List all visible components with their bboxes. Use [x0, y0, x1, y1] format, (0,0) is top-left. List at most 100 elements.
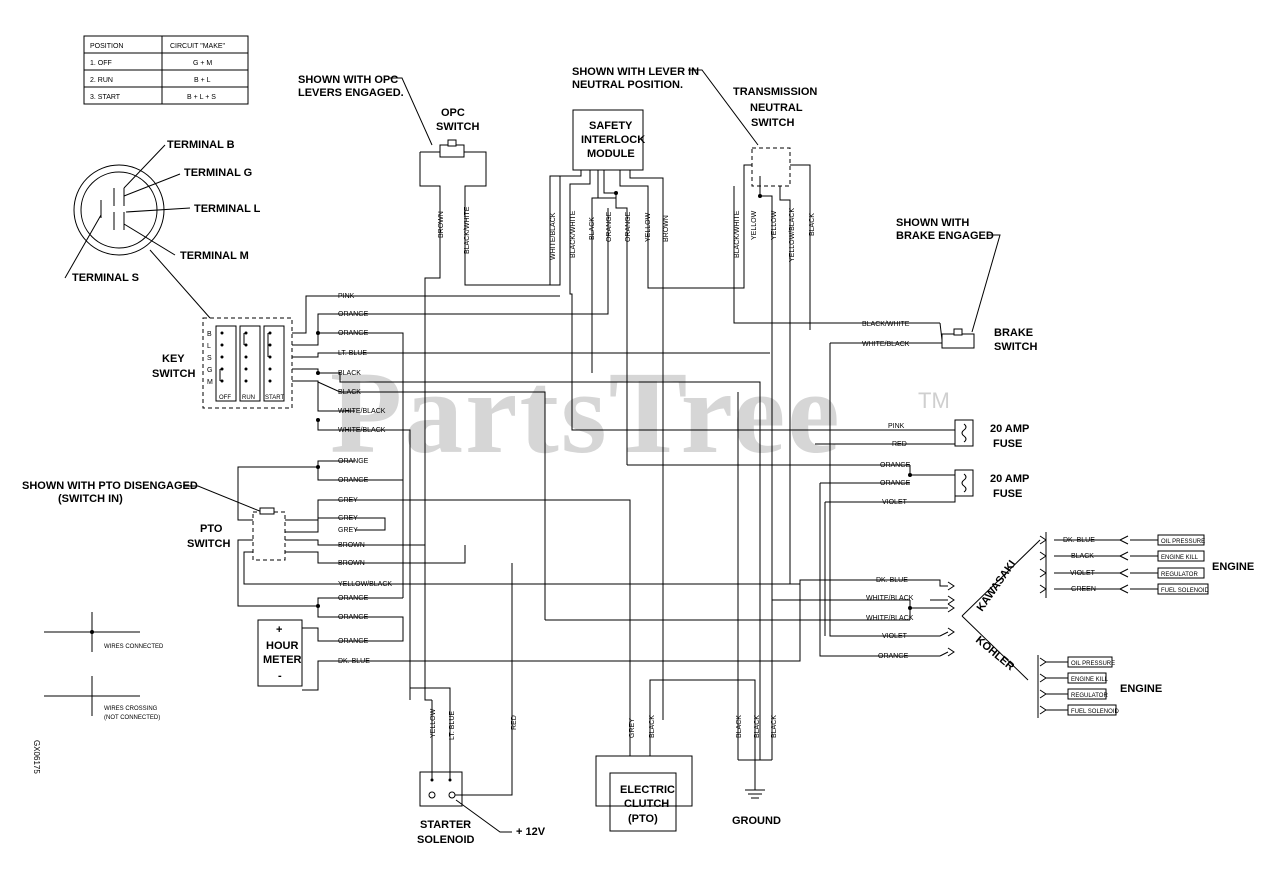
wire-label: BLACK/WHITE: [734, 210, 741, 258]
component-label: FUEL SOLENOID: [1071, 709, 1119, 715]
clutch-label: CLUTCH: [624, 798, 669, 810]
wire-label: BLACK/WHITE: [570, 210, 577, 258]
hour-label: HOUR: [266, 640, 298, 652]
wire-label: BROWN: [338, 560, 365, 567]
key-letter: S: [207, 355, 212, 362]
wire-label: ORANGE: [338, 330, 369, 337]
ground: BLACK BLACK BLACK GROUND: [732, 392, 781, 827]
wire-label: WHITE/BLACK: [338, 408, 386, 415]
engine-harness: DK. BLUE WHITE/BLACK WHITE/BLACK VIOLET …: [545, 483, 1041, 760]
wire-label: BLACK: [649, 715, 656, 738]
brake-note: SHOWN WITH: [896, 217, 969, 229]
table-cell: B + L + S: [187, 94, 216, 101]
starter-label: STARTER: [420, 819, 471, 831]
key-pos-start: START: [265, 395, 284, 401]
wire-label: YELLOW: [645, 212, 652, 242]
key-switch-wires: PINK ORANGE ORANGE LT. BLUE BLACK BLACK …: [292, 208, 770, 760]
legend: WIRES CONNECTED WIRES CROSSING (NOT CONN…: [32, 612, 164, 774]
trans-label: TRANSMISSION: [733, 86, 817, 98]
wire-label: PINK: [888, 423, 905, 430]
wire-label: BLACK: [338, 389, 361, 396]
kohler-engine: OIL PRESSURE ENGINE KILL REGULATOR FUEL …: [1037, 655, 1162, 718]
wire-label: DK. BLUE: [1063, 537, 1095, 544]
opc-switch: SHOWN WITH OPC LEVERS ENGAGED. OPC SWITC…: [298, 74, 561, 545]
fuse-label: 20 AMP: [990, 423, 1029, 435]
wire-label: DK. BLUE: [876, 577, 908, 584]
component-label: OIL PRESSURE: [1161, 539, 1205, 545]
wire-label: YELLOW/BLACK: [789, 208, 796, 262]
wire-label: ORANGE: [338, 458, 369, 465]
pto-label: SWITCH: [187, 538, 230, 550]
key-pos-run: RUN: [242, 395, 255, 401]
wire-label: BLACK: [1071, 553, 1094, 560]
kawasaki-label: KAWASAKI: [975, 558, 1019, 613]
terminal-m-label: TERMINAL M: [180, 250, 249, 262]
brake-label: SWITCH: [994, 341, 1037, 353]
wire-label: GREY: [629, 718, 636, 738]
wire-label: BLACK: [589, 217, 596, 240]
trans-label: SWITCH: [751, 117, 794, 129]
terminal-l-label: TERMINAL L: [194, 203, 261, 215]
wire-label: LT. BLUE: [449, 711, 456, 740]
fuses: 20 AMP FUSE 20 AMP FUSE PINK RED ORANGE …: [572, 419, 1029, 506]
wire-label: BROWN: [338, 542, 365, 549]
opc-note: LEVERS ENGAGED.: [298, 87, 404, 99]
wire-label: WHITE/BLACK: [866, 595, 914, 602]
component-label: REGULATOR: [1161, 572, 1198, 578]
clutch-label: ELECTRIC: [620, 784, 675, 796]
starter-solenoid: YELLOW LT. BLUE RED STARTER SOLENOID + 1…: [409, 545, 546, 846]
fuse-label: FUSE: [993, 488, 1022, 500]
pto-label: PTO: [200, 523, 223, 535]
table-header-position: POSITION: [90, 43, 123, 50]
wire-label: YELLOW: [751, 210, 758, 240]
lever-note: NEUTRAL POSITION.: [572, 79, 683, 91]
key-switch: B L S G M OFF RUN START KEY SWITCH: [152, 317, 293, 409]
wire-label: ORANGE: [338, 595, 369, 602]
wire-label: ORANGE: [338, 477, 369, 484]
component-label: ENGINE KILL: [1161, 555, 1199, 561]
table-cell: 3. START: [90, 94, 121, 101]
legend-crossing: WIRES CROSSING: [104, 706, 158, 712]
brake-switch: SHOWN WITH BRAKE ENGAGED BRAKE SWITCH BL…: [829, 217, 1037, 637]
wire-label: ORANGE: [880, 480, 911, 487]
trans-label: NEUTRAL: [750, 102, 803, 114]
key-letter: G: [207, 367, 212, 374]
component-label: FUEL SOLENOID: [1161, 588, 1209, 594]
wire-label: BLACK: [736, 715, 743, 738]
wire-label: VIOLET: [1070, 570, 1096, 577]
wire-label: ORANGE: [625, 211, 632, 242]
kohler-label: KOHLER: [973, 634, 1016, 673]
wire-label: ORANGE: [338, 614, 369, 621]
wire-label: ORANGE: [338, 311, 369, 318]
key-pos-off: OFF: [219, 395, 231, 401]
drawing-number: GX06175: [32, 740, 41, 774]
key-switch-label: SWITCH: [152, 368, 195, 380]
key-terminal-view: TERMINAL B TERMINAL G TERMINAL L TERMINA…: [64, 139, 261, 319]
wire-label: WHITE/BLACK: [866, 615, 914, 622]
wire-label: VIOLET: [882, 633, 908, 640]
clutch-label: (PTO): [628, 813, 658, 825]
sim-label: SAFETY: [589, 120, 633, 132]
wire-label: WHITE/BLACK: [550, 212, 557, 260]
wire-label: BLACK/WHITE: [862, 321, 910, 328]
component-label: OIL PRESSURE: [1071, 661, 1115, 667]
wire-label: ORANGE: [880, 462, 911, 469]
key-letter: L: [207, 343, 211, 350]
hour-label: METER: [263, 654, 302, 666]
starter-label: SOLENOID: [417, 834, 475, 846]
wire-label: GREEN: [1071, 586, 1096, 593]
pto-switch: SHOWN WITH PTO DISENGAGED (SWITCH IN) PT…: [22, 458, 790, 700]
sim-label: MODULE: [587, 148, 635, 160]
wire-label: WHITE/BLACK: [862, 341, 910, 348]
opc-note: SHOWN WITH OPC: [298, 74, 398, 86]
fuse-label: 20 AMP: [990, 473, 1029, 485]
transmission-neutral-switch: SHOWN WITH LEVER IN NEUTRAL POSITION. TR…: [572, 66, 940, 760]
terminal-b-label: TERMINAL B: [167, 139, 235, 151]
wire-label: GREY: [338, 497, 358, 504]
plus12-label: + 12V: [516, 826, 546, 838]
key-switch-label: KEY: [162, 353, 185, 365]
wire-label: BLACK: [754, 715, 761, 738]
wire-label: GREY: [338, 527, 358, 534]
table-cell: G + M: [193, 60, 212, 67]
